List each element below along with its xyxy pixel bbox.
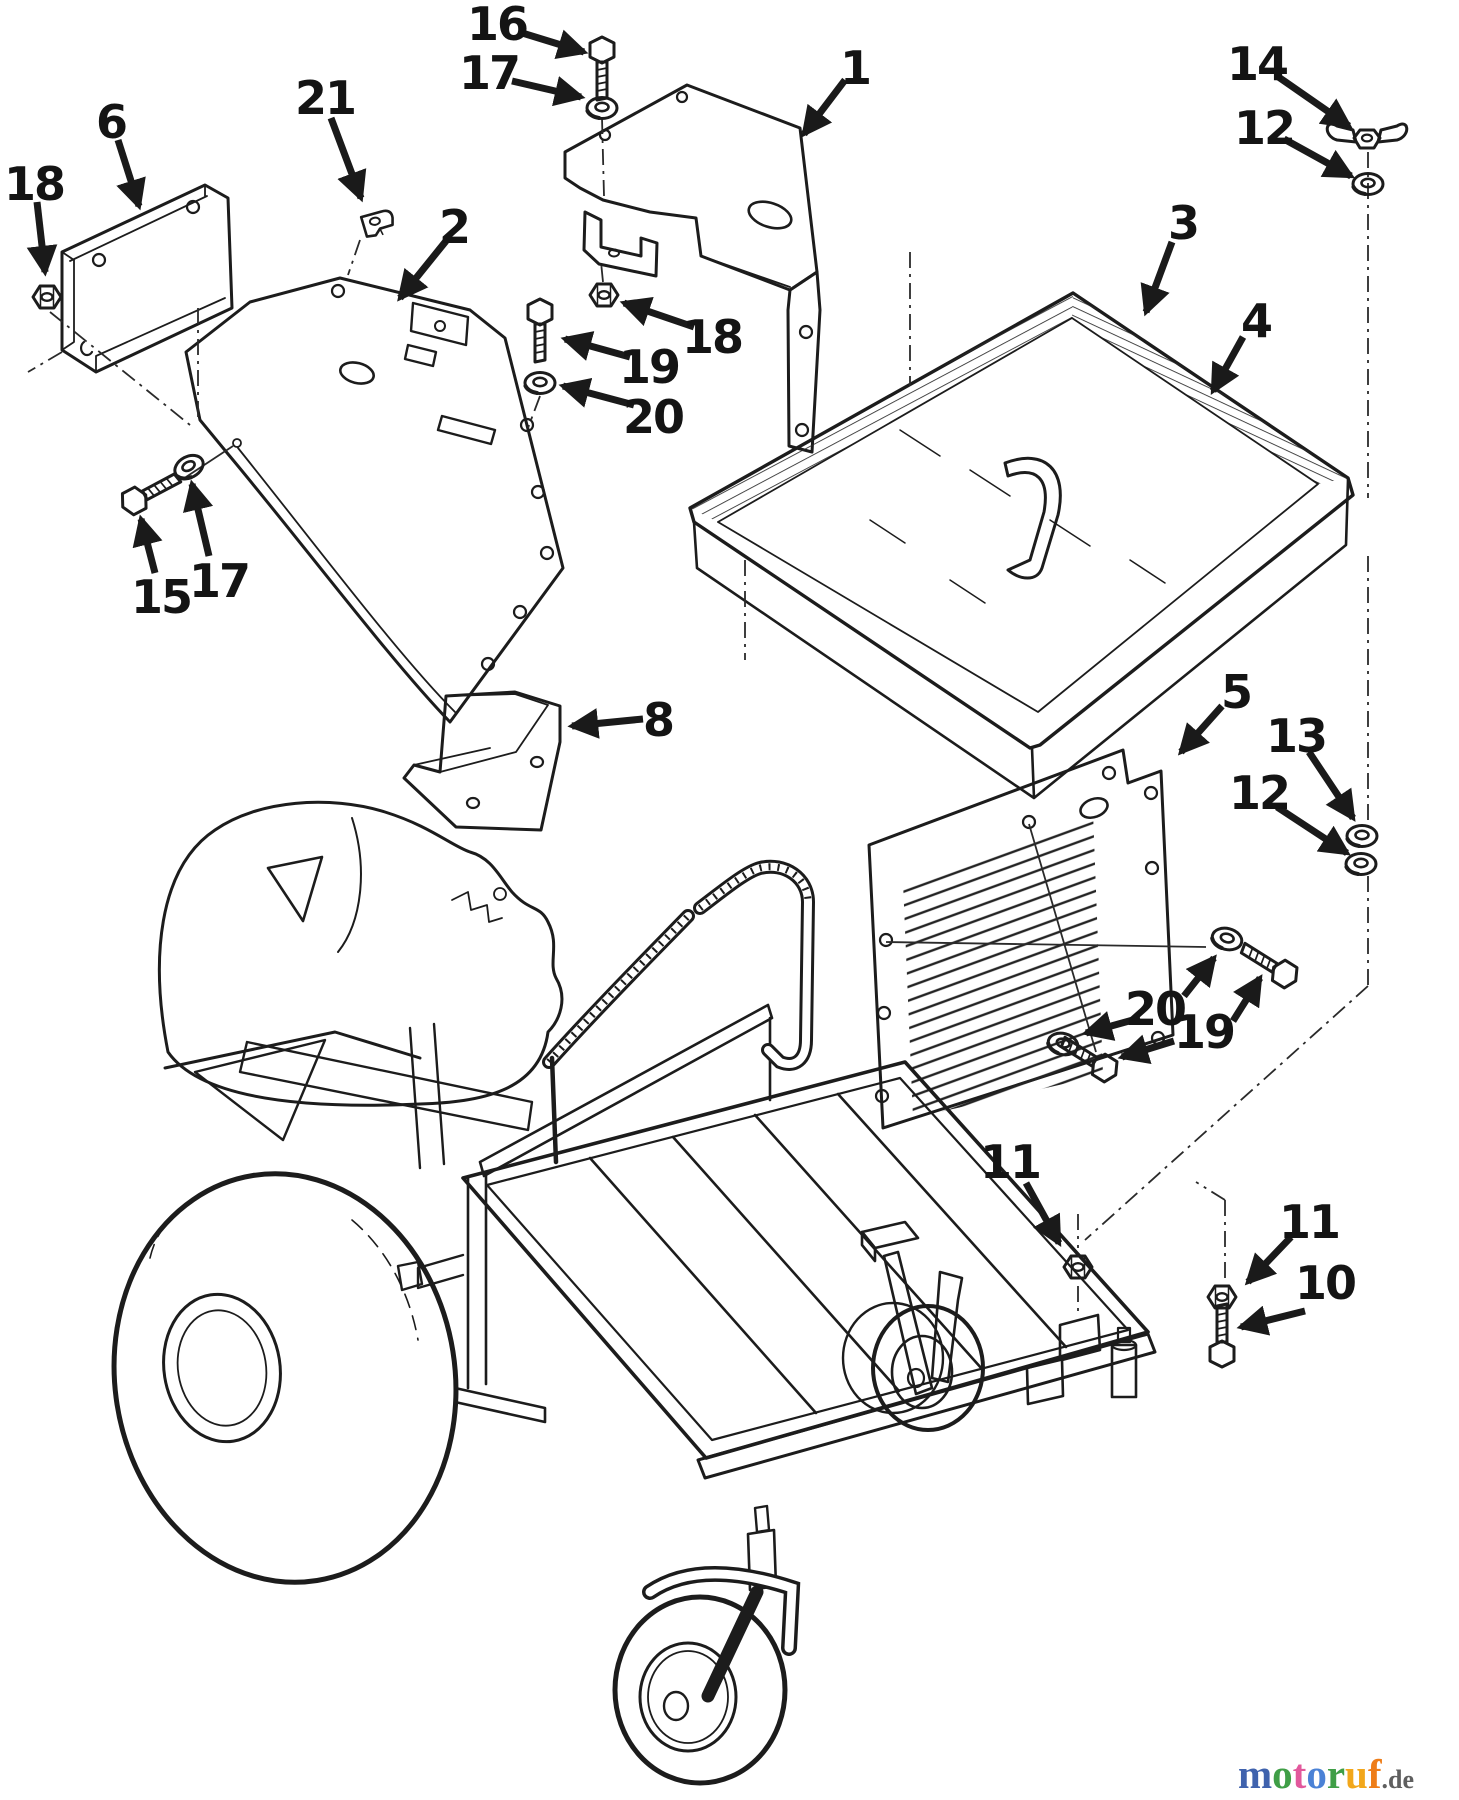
bolt-10-icon <box>1208 1302 1236 1369</box>
handle-tube <box>542 859 816 1165</box>
washer-20-icon <box>523 370 557 396</box>
nut-18b-icon <box>588 282 620 308</box>
callout-3: 3 <box>1168 196 1198 250</box>
callout-12b: 12 <box>1229 766 1289 820</box>
clip-21-icon <box>359 208 396 239</box>
engine-body <box>157 800 564 1107</box>
washer-17-icon <box>585 95 619 121</box>
callout-17b: 17 <box>189 554 249 608</box>
callout-11: 11 <box>980 1135 1040 1189</box>
callout-19: 19 <box>619 340 679 394</box>
part-8-bracket <box>402 690 562 832</box>
part-1-top-plate <box>563 83 822 454</box>
callout-19b: 19 <box>1174 1005 1234 1059</box>
part-5-vented-panel <box>867 748 1207 1130</box>
callout-14: 14 <box>1227 37 1287 91</box>
callout-13: 13 <box>1266 709 1326 763</box>
washer-13-icon <box>1345 823 1379 849</box>
callout-15: 15 <box>131 570 191 624</box>
washer-12b-icon <box>1344 851 1378 877</box>
assembly-lines <box>27 117 1369 1312</box>
washer-20b-upper-icon <box>1207 923 1247 955</box>
front-caster-wheel <box>612 1504 801 1786</box>
callout-4: 4 <box>1241 294 1271 348</box>
callout-8: 8 <box>643 693 673 747</box>
callout-18b: 18 <box>682 310 742 364</box>
callout-labels: 16 17 1 14 12 6 21 18 2 19 20 18 15 17 8… <box>4 0 1357 1310</box>
watermark-text: motoruf.de <box>1238 1751 1414 1797</box>
bolt-16-icon <box>588 35 616 102</box>
seat-hatch-right <box>1072 293 1348 484</box>
watermark: motoruf.de <box>1238 1751 1414 1797</box>
callout-2: 2 <box>439 200 469 254</box>
bolt-19b-upper-icon <box>1234 935 1304 993</box>
mid-caster-wheel <box>841 1270 985 1432</box>
callout-arrows <box>26 28 1356 1336</box>
callout-20b: 20 <box>1125 982 1185 1036</box>
callout-6: 6 <box>96 95 126 149</box>
callout-21: 21 <box>295 71 355 125</box>
part-3-seat-pan <box>688 291 1355 800</box>
callout-12: 12 <box>1234 101 1294 155</box>
louver-vents <box>903 812 1103 1118</box>
bolt-15-icon <box>115 465 186 520</box>
nut-18-icon <box>31 284 63 310</box>
rear-wheel <box>111 1171 459 1585</box>
callout-18: 18 <box>4 157 64 211</box>
watermark-suffix: .de <box>1381 1765 1414 1794</box>
callout-5: 5 <box>1221 665 1251 719</box>
chassis-assembly <box>111 800 1157 1786</box>
callout-16: 16 <box>467 0 527 51</box>
callout-1: 1 <box>840 41 870 95</box>
bolt-19-icon <box>526 297 554 364</box>
part-6-bracket <box>60 183 234 374</box>
control-lever <box>860 1220 934 1396</box>
callout-20: 20 <box>623 390 683 444</box>
callout-10: 10 <box>1295 1256 1355 1310</box>
bed-frame <box>396 1060 1157 1480</box>
callout-17: 17 <box>459 46 519 100</box>
callout-11b: 11 <box>1279 1195 1339 1249</box>
fasteners <box>31 35 1409 1369</box>
seat-support-fork <box>163 1022 534 1170</box>
wing-nut-14-icon <box>1325 122 1409 150</box>
part-2-console-panel <box>184 276 565 724</box>
seat-hatch-left <box>690 293 1073 522</box>
caster-mount-right <box>1025 1313 1138 1406</box>
